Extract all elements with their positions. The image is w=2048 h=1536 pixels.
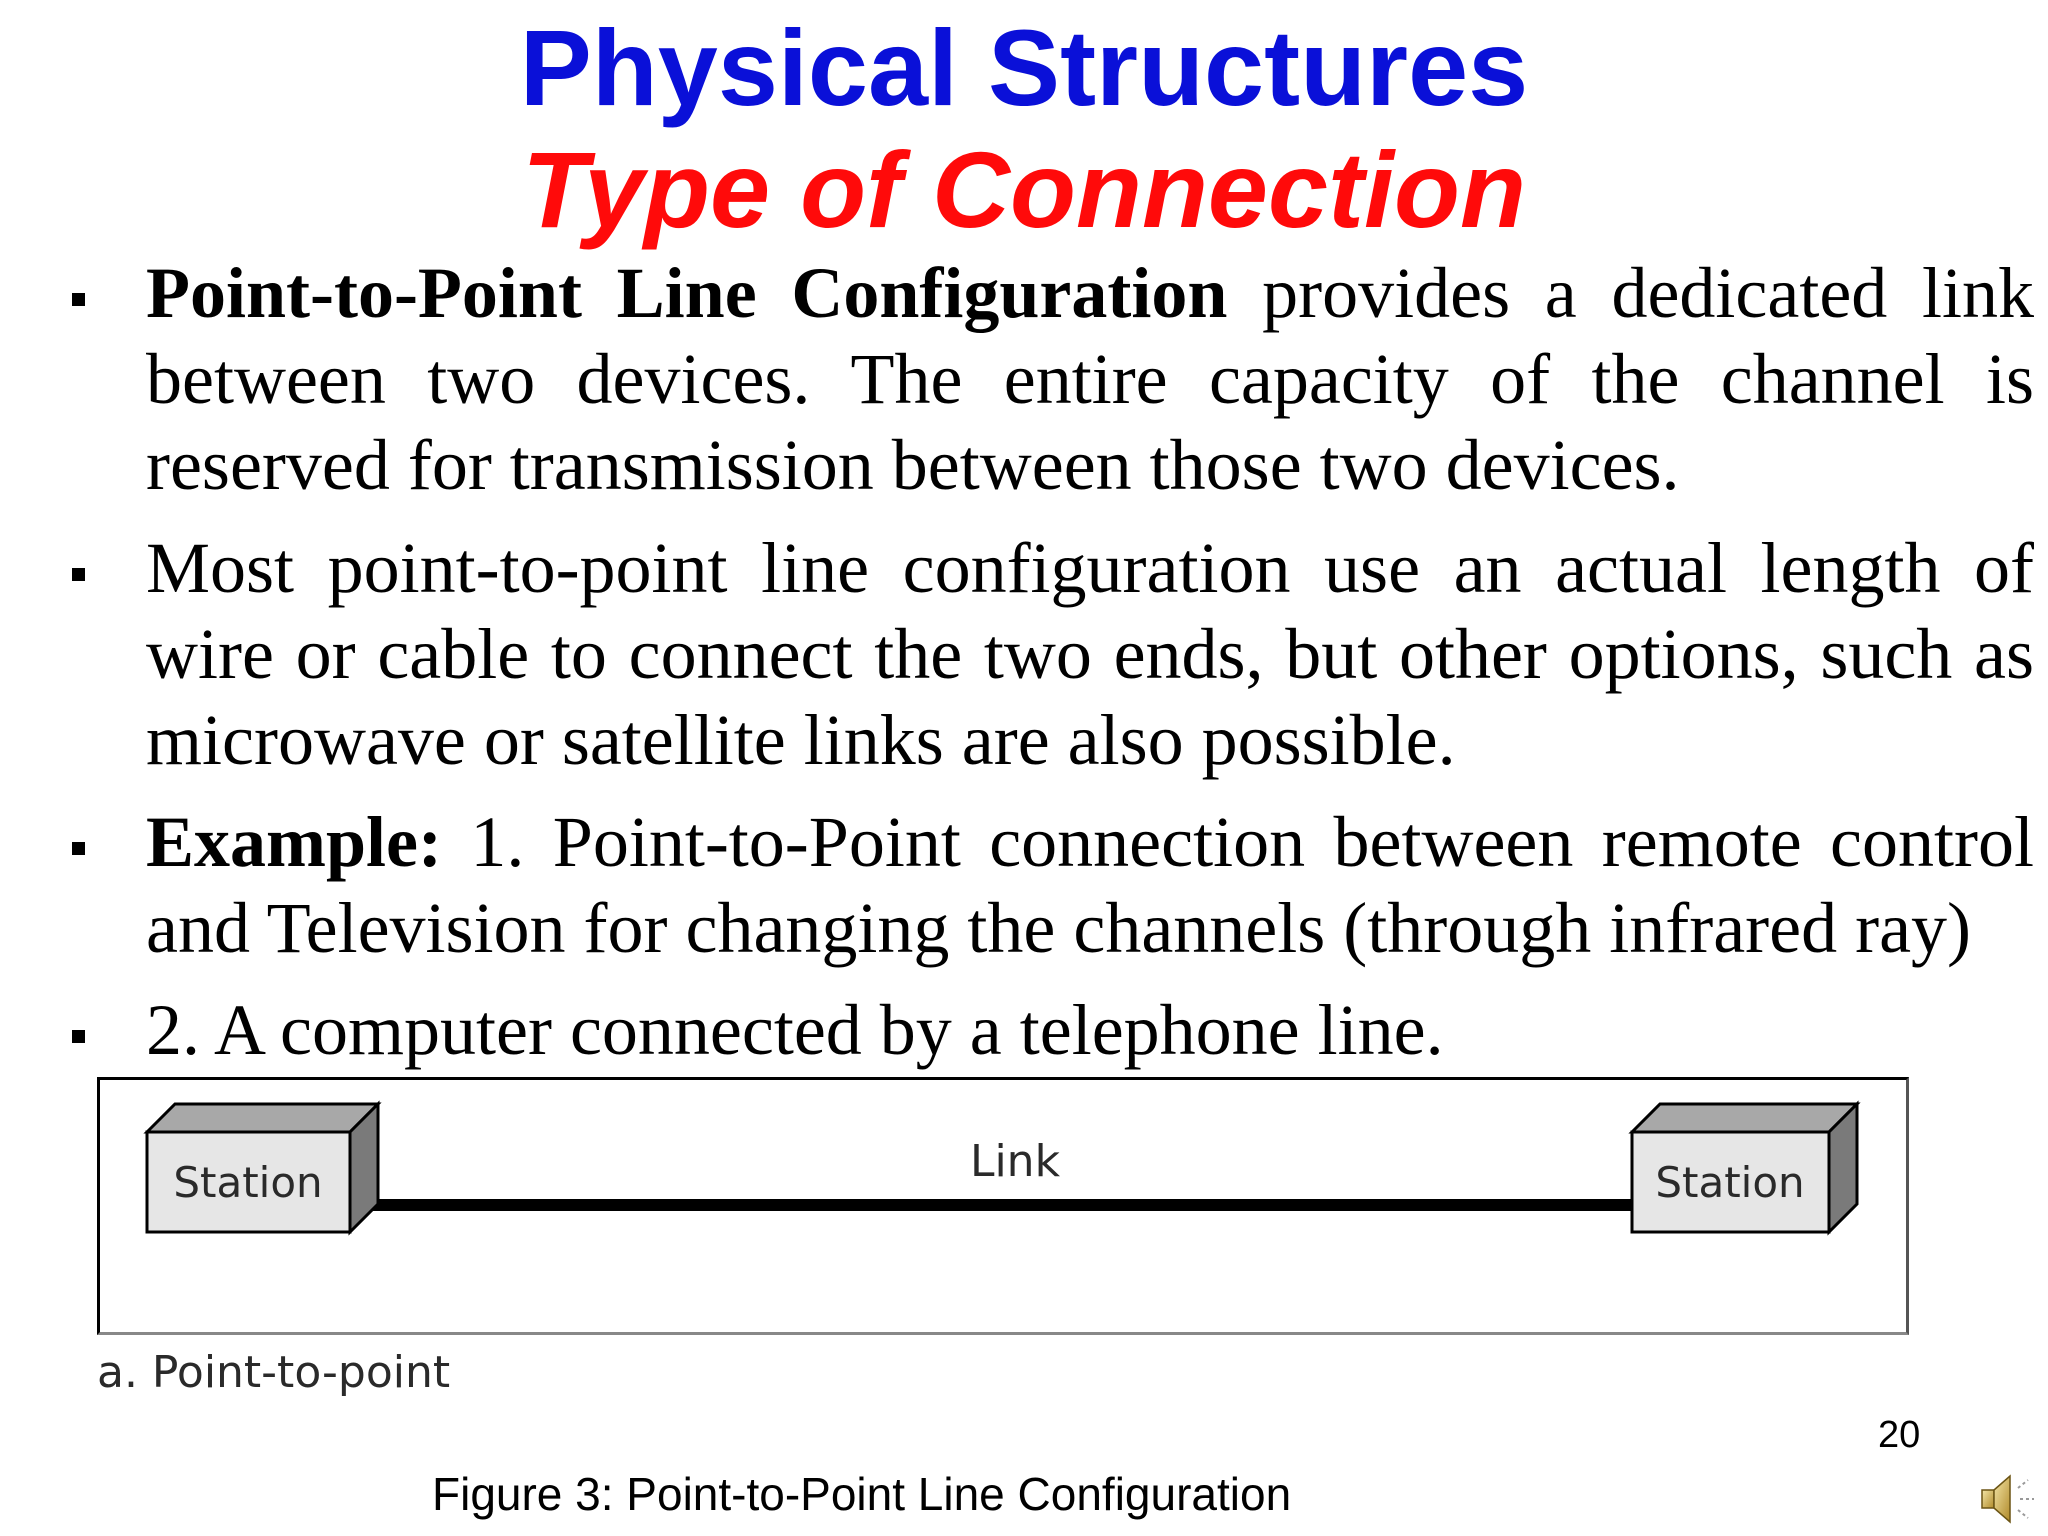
station-front-face <box>145 1130 352 1234</box>
station-label: Station <box>1655 1158 1804 1207</box>
square-bullet-icon <box>72 1030 85 1043</box>
slide-subtitle: Type of Connection <box>522 129 1526 250</box>
page-number: 20 <box>1878 1414 1921 1456</box>
bullet-body: provides a dedicated link between two de… <box>146 253 2034 505</box>
bullet-text: Most point-to-point line configuration u… <box>146 525 2034 783</box>
station-label: Station <box>173 1158 322 1207</box>
bullet-text: Point-to-Point Line Configuration provid… <box>146 250 2034 508</box>
station-left: Station <box>143 1100 382 1236</box>
bullet-text: 2. A computer connected by a telephone l… <box>146 987 2034 1073</box>
station-front-face <box>1630 1130 1831 1234</box>
diagram-caption: a. Point-to-point <box>97 1347 451 1398</box>
bullet-body: Most point-to-point line configuration u… <box>146 528 2034 780</box>
bullet-body: 2. A computer connected by a telephone l… <box>146 990 1444 1070</box>
bullet-list: Point-to-Point Line Configuration provid… <box>72 250 2034 1073</box>
bullet-bold-term: Point-to-Point Line Configuration <box>146 253 1228 333</box>
square-bullet-icon <box>72 568 85 581</box>
square-bullet-icon <box>72 842 85 855</box>
figure-caption: Figure 3: Point-to-Point Line Configurat… <box>432 1468 1292 1520</box>
bullet-bold-term: Example: <box>146 802 442 882</box>
link-label: Link <box>970 1136 1061 1187</box>
bullet-body: 1. Point-to-Point connection between rem… <box>146 802 2034 968</box>
slide-title: Physical Structures <box>519 7 1529 128</box>
link-line <box>359 1199 1640 1211</box>
diagram-canvas: Link Station Station <box>143 1100 1861 1236</box>
station-top-face <box>1628 1102 1861 1134</box>
point-to-point-diagram: Link Station Station <box>97 1077 1909 1335</box>
speaker-icon[interactable] <box>1976 1466 2040 1530</box>
square-bullet-icon <box>72 293 85 306</box>
station-top-face <box>143 1102 382 1134</box>
station-right: Station <box>1628 1100 1861 1236</box>
speaker-glyph <box>1981 1474 2034 1524</box>
bullet-text: Example: 1. Point-to-Point connection be… <box>146 799 2034 971</box>
